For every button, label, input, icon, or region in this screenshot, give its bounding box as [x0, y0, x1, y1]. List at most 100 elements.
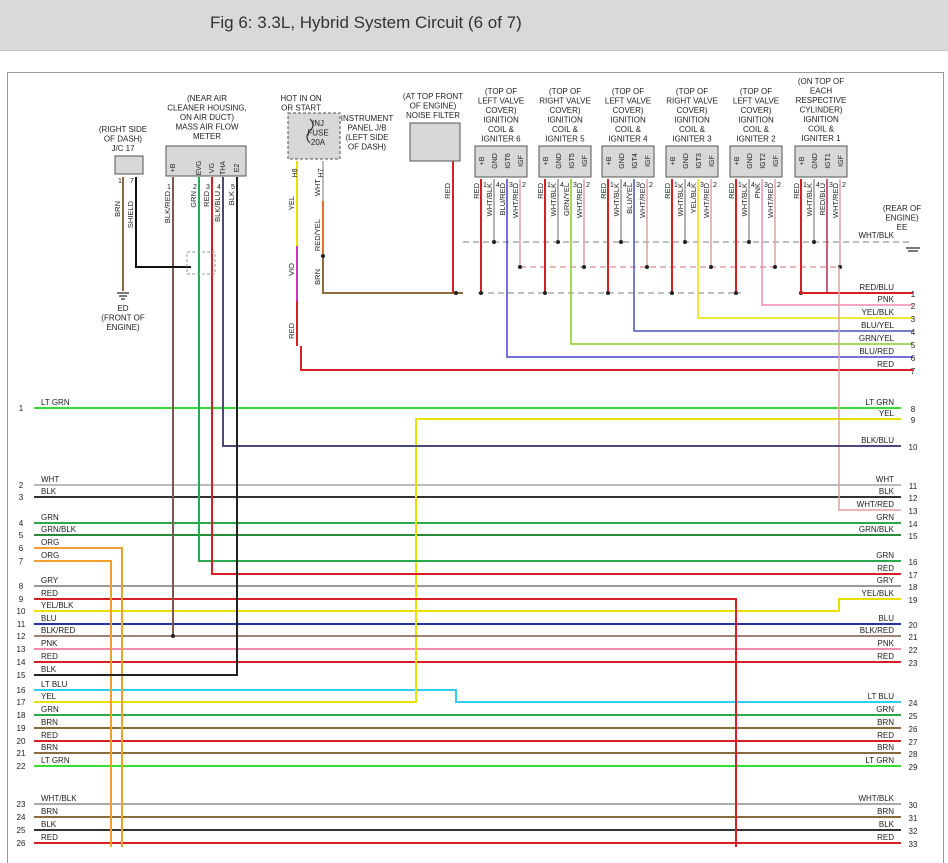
wire-label: RED — [599, 182, 608, 198]
ignition-coil-label: IGNITION — [803, 115, 839, 124]
ipjb-label: PANEL J/B — [347, 124, 386, 133]
wire-label: WHT/RED — [857, 500, 895, 509]
wire-coil-igt — [570, 179, 913, 345]
ignition-coil-label: (TOP OF — [740, 87, 772, 96]
pin-number: 2 — [522, 182, 526, 189]
pin-number: 2 — [649, 182, 653, 189]
ignition-coil-label: RESPECTIVE — [796, 96, 847, 105]
wire-number: 7 — [19, 557, 24, 566]
wire-label: WHT — [313, 179, 322, 196]
wire-number: 31 — [909, 814, 918, 823]
wire-number: 1 — [911, 290, 916, 299]
wire-label: WHT/RED — [766, 182, 775, 218]
splice-dot — [619, 240, 623, 244]
ignition-coil-label: COIL & — [615, 125, 642, 134]
pin-label: VG — [209, 163, 216, 173]
wire-label: BLU/YEL — [625, 183, 634, 214]
wire-label: SHIELD — [126, 200, 135, 228]
pin-number: 2 — [713, 182, 717, 189]
wire-number: 10 — [909, 443, 918, 452]
pin-label: +B — [479, 156, 486, 165]
noise-filter — [409, 122, 461, 162]
wire-number: 21 — [909, 633, 918, 642]
wire-coil-igt — [697, 179, 913, 319]
wire-label: YEL/BLK — [689, 183, 698, 213]
pin-label: +B — [606, 156, 613, 165]
splice-dot — [582, 265, 586, 269]
ground-ed-label: (FRONT OF — [101, 314, 145, 323]
jc17-label: (RIGHT SIDE — [99, 125, 147, 134]
wire-label: PNK — [878, 295, 895, 304]
ignition-coil-label: COIL & — [679, 125, 706, 134]
wire-label: PNK — [753, 183, 762, 198]
wire-number: 13 — [909, 507, 918, 516]
inj-fuse-label: 20A — [311, 138, 326, 147]
ignition-coil-label: (TOP OF — [676, 87, 708, 96]
wire-number: 20 — [909, 621, 918, 630]
wire-jc-shield — [135, 177, 191, 268]
noise-filter-label: OF ENGINE) — [410, 102, 457, 111]
wire-number: 14 — [17, 658, 26, 667]
wire-number: 22 — [17, 762, 26, 771]
ignition-coil-label: RIGHT VALVE — [666, 97, 718, 106]
ignition-coil-label: IGNITER 1 — [801, 134, 841, 143]
wire-org-7 — [34, 560, 112, 847]
wire-label: BRN — [877, 718, 894, 727]
ignition-coil-label: (TOP OF — [612, 87, 644, 96]
wire-number: 24 — [17, 813, 26, 822]
ignition-coil-label: IGNITER 5 — [545, 135, 585, 144]
ignition-coil-label: (ON TOP OF — [798, 77, 844, 86]
ignition-coil-label: IGNITION — [738, 116, 774, 125]
ipjb-label: (LEFT SIDE — [346, 133, 389, 142]
ignition-coil-label: LEFT VALVE — [733, 97, 779, 106]
wire-number: 24 — [909, 699, 918, 708]
wire-label: GRN/YEL — [562, 183, 571, 216]
pin-number: 4 — [687, 182, 691, 189]
wire-number: 18 — [909, 583, 918, 592]
pin-label: GND — [619, 153, 626, 169]
wire-label: GRN/BLK — [859, 525, 895, 534]
jc17-label: J/C 17 — [111, 144, 135, 153]
wire-coil-igt — [761, 179, 913, 306]
wire-label: BRN — [41, 807, 58, 816]
wire-label: BRN — [41, 718, 58, 727]
ground-ed-label: ENGINE) — [106, 323, 140, 332]
ignition-coil-label: IGNITER 3 — [672, 135, 712, 144]
pin-number: 1 — [738, 182, 742, 189]
wire-label: GRY — [41, 576, 59, 585]
pin-label: IGT4 — [632, 153, 639, 169]
pin-label: IGT6 — [505, 153, 512, 169]
wire-number: 15 — [17, 671, 26, 680]
maf-label: CLEANER HOUSING, — [167, 104, 247, 113]
wire-yel-blk — [34, 598, 901, 612]
pin-label: IGF — [645, 155, 652, 167]
wire-label: RED — [472, 182, 481, 198]
wire-number: 25 — [17, 826, 26, 835]
wire-label: BLU — [878, 614, 894, 623]
wire-label: RED — [877, 833, 894, 842]
wire-number: 2 — [911, 302, 916, 311]
wire-label: YEL/BLK — [862, 308, 895, 317]
wire-red-7 — [300, 346, 913, 371]
wire-label: RED/BLU — [859, 283, 894, 292]
wire-number: 6 — [911, 354, 916, 363]
pin-label: GND — [683, 153, 690, 169]
pin-label: +B — [670, 156, 677, 165]
wires-layer — [34, 135, 920, 847]
splice-dot — [454, 291, 458, 295]
ground-ee-label: EE — [897, 223, 908, 232]
wire-number: 26 — [909, 725, 918, 734]
wire-number: 3 — [911, 315, 916, 324]
ipjb-label: INSTRUMENT — [341, 114, 394, 123]
pin-label: +B — [799, 156, 806, 165]
wire-number: 5 — [19, 531, 24, 540]
ipjb-label: OF DASH) — [348, 143, 387, 152]
pin-label: IGF — [518, 155, 525, 167]
wire-number: 7 — [911, 367, 916, 376]
pin-label: +B — [170, 163, 177, 172]
wire-maf-blk-blu — [222, 177, 901, 447]
wire-number: 19 — [909, 596, 918, 605]
wire-label: PNK — [41, 639, 58, 648]
wire-number: 16 — [17, 686, 26, 695]
